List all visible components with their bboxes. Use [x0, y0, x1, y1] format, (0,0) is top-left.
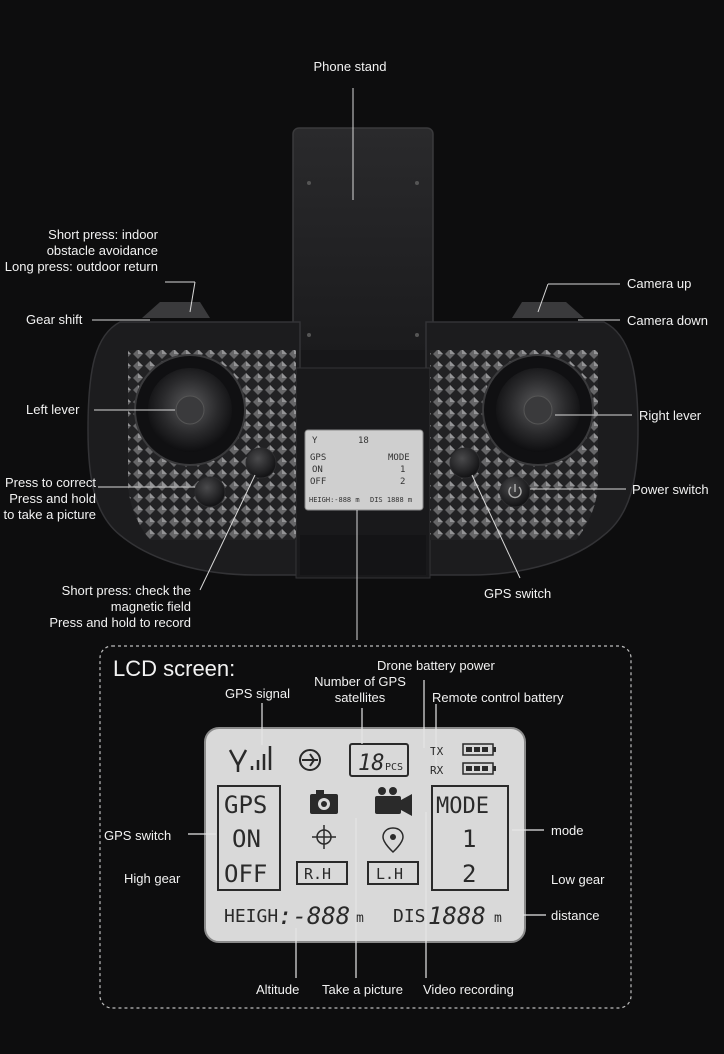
- magnetic-field-label: Short press: check the magnetic field Pr…: [40, 583, 191, 631]
- take-a-picture-label: Take a picture: [322, 982, 403, 997]
- camera-icon: [310, 790, 338, 814]
- lcd-height-value: :-888: [278, 902, 350, 930]
- lcd-mode-2: 2: [462, 860, 476, 888]
- altitude-label: Altitude: [256, 982, 300, 997]
- small-lcd-gps: GPS: [310, 453, 326, 463]
- gps-switch-controller-label: GPS switch: [484, 586, 552, 601]
- camera-up-label: Camera up: [627, 276, 692, 291]
- tx-battery-icon: [462, 743, 496, 756]
- gps-signal-icon: [228, 746, 272, 772]
- rx-battery-icon: [462, 762, 496, 775]
- lcd-mode-1: 1: [462, 825, 476, 853]
- target-icon: [312, 825, 336, 849]
- press-to-correct-line1: Press to correct: [4, 475, 96, 490]
- lcd-rh: R.H: [304, 865, 331, 883]
- location-pin-icon: [382, 827, 404, 854]
- rx-label: RX: [430, 764, 444, 777]
- small-lcd-m2: 2: [400, 477, 405, 487]
- lcd-section-frame: [99, 645, 632, 1009]
- sat-count-value: 18: [358, 751, 385, 776]
- power-switch-button[interactable]: [499, 476, 531, 508]
- lcd-on: ON: [232, 825, 261, 853]
- video-icon: [375, 787, 412, 816]
- short-press-indoor-line2: obstacle avoidance: [46, 243, 158, 258]
- small-lcd-mode: MODE: [388, 453, 410, 463]
- lcd-lh: L.H: [376, 865, 403, 883]
- tx-label: TX: [430, 745, 444, 758]
- magnetic-field-line2: magnetic field: [110, 599, 191, 614]
- small-lcd-heigh: HEIGH:-888 m: [309, 496, 360, 504]
- lcd-dis-value: 1888: [428, 902, 486, 930]
- mode-block: [431, 785, 509, 891]
- sat-count-unit: PCS: [385, 762, 403, 773]
- gear-shift-label: Gear shift: [26, 312, 83, 327]
- camera-down-label: Camera down: [627, 313, 708, 328]
- gps-block: [217, 785, 281, 891]
- right-lever[interactable]: [482, 354, 594, 466]
- num-gps-satellites-line1: Number of GPS: [314, 674, 406, 689]
- drone-heading-icon: [299, 749, 321, 771]
- lcd-height-label: HEIGH: [224, 906, 278, 927]
- sat-count-box: [349, 743, 409, 777]
- lcd-mode: MODE: [436, 794, 489, 819]
- gps-switch-lcd-label: GPS switch: [104, 828, 172, 843]
- num-gps-satellites-label: Number of GPS satellites: [300, 674, 420, 706]
- remote-control-battery-label: Remote control battery: [432, 690, 564, 705]
- magnetic-field-line1: Short press: check the: [61, 583, 191, 598]
- lcd-height-unit: m: [356, 911, 364, 926]
- video-recording-label: Video recording: [423, 982, 514, 997]
- lcd-section-title: LCD screen:: [113, 656, 236, 681]
- power-icon: [508, 486, 522, 499]
- lcd-gps: GPS: [224, 791, 267, 819]
- left-lever-label: Left lever: [26, 402, 80, 417]
- gps-signal-label: GPS signal: [225, 686, 291, 701]
- lcd-dis-label: DIS: [393, 906, 426, 927]
- gps-switch-button[interactable]: [449, 447, 481, 479]
- short-press-indoor-line1: Short press: indoor: [48, 227, 158, 242]
- left-lever[interactable]: [134, 354, 246, 466]
- correct-picture-button[interactable]: [194, 476, 226, 508]
- short-press-indoor-line3: Long press: outdoor return: [4, 259, 158, 274]
- lcd-off: OFF: [224, 860, 267, 888]
- distance-label: distance: [551, 908, 600, 923]
- small-lcd-on: ON: [312, 465, 323, 475]
- power-switch-label: Power switch: [632, 482, 709, 497]
- phone-stand: [292, 127, 434, 370]
- phone-stand-label: Phone stand: [313, 59, 387, 74]
- right-lever-label: Right lever: [639, 408, 702, 423]
- press-to-correct-line3: to take a picture: [3, 507, 97, 522]
- magnetic-field-button[interactable]: [245, 447, 277, 479]
- lcd-leader-lines: [188, 680, 546, 978]
- small-lcd-dis: DIS 1888 m: [370, 496, 412, 504]
- mode-label: mode: [551, 823, 584, 838]
- press-to-correct-line2: Press and hold: [9, 491, 96, 506]
- drone-battery-power-label: Drone battery power: [377, 658, 495, 673]
- leader-lines: [92, 88, 632, 640]
- high-gear-label: High gear: [124, 871, 181, 886]
- controller-lcd: Y 18 GPS ON OFF MODE 1 2 HEIGH:-888 m DI…: [304, 429, 424, 511]
- num-gps-satellites-line2: satellites: [334, 690, 386, 705]
- small-lcd-m1: 1: [400, 465, 405, 475]
- small-lcd-sat: 18: [358, 436, 369, 446]
- lcd-dis-unit: m: [494, 911, 502, 926]
- svg-text:Y: Y: [312, 436, 318, 446]
- low-gear-label: Low gear: [551, 872, 605, 887]
- short-press-indoor-label: Short press: indoor obstacle avoidance L…: [0, 227, 158, 275]
- shoulder-buttons: [142, 302, 584, 318]
- small-lcd-off: OFF: [310, 477, 326, 487]
- magnetic-field-line3: Press and hold to record: [49, 615, 191, 630]
- lcd-display: 18 PCS TX RX GPS ON OFF: [204, 727, 526, 943]
- press-to-correct-label: Press to correct Press and hold to take …: [0, 475, 97, 523]
